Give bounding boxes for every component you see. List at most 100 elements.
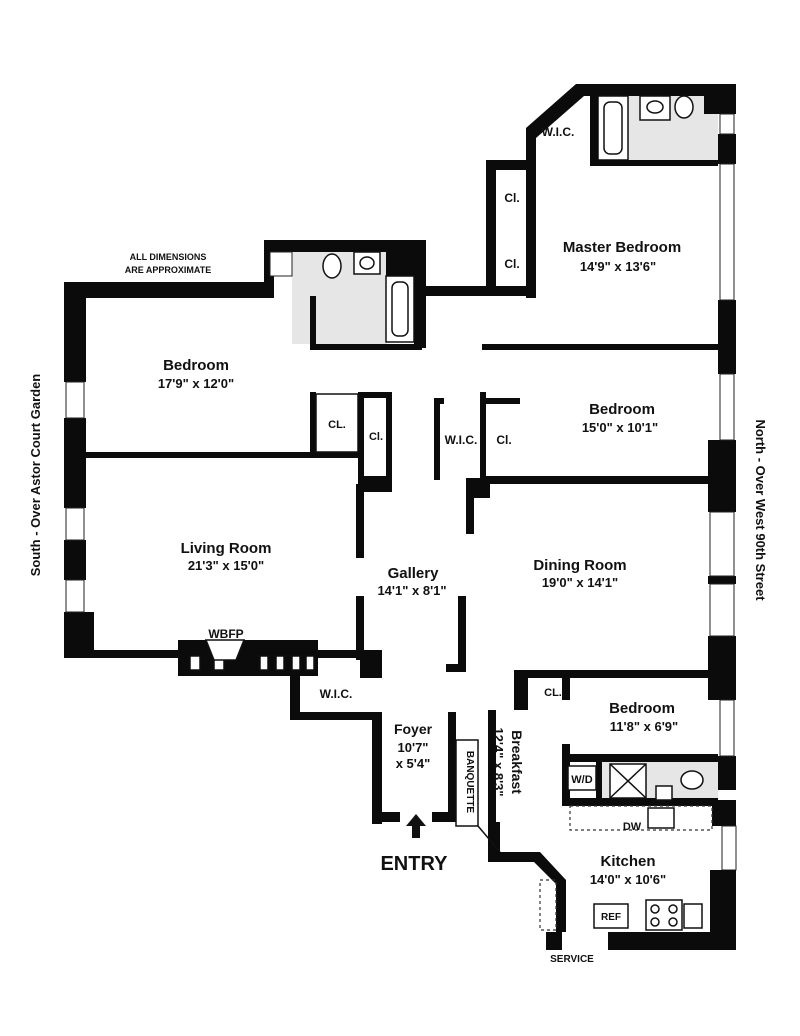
label-banquette: BANQUETTE	[464, 751, 475, 814]
orientation-south: South - Over Astor Court Garden	[28, 374, 43, 577]
wall-master-top	[586, 84, 704, 96]
wall-gallery-sw	[360, 656, 382, 678]
room-living-size: 21'3" x 15'0"	[188, 558, 264, 573]
label-wic-top: W.I.C.	[542, 125, 575, 139]
note-dimensions-2: ARE APPROXIMATE	[125, 265, 212, 275]
room-foyer-name: Foyer	[394, 721, 433, 737]
banquette-seat	[455, 739, 479, 827]
room-bedleft-name: Bedroom	[163, 357, 229, 374]
wall-wic-left	[290, 676, 300, 718]
wall-entry-right	[432, 812, 454, 822]
room-gallery-name: Gallery	[388, 565, 440, 582]
hearth-vent-5	[291, 655, 301, 671]
room-bedleft-size: 17'9" x 12'0"	[158, 376, 234, 391]
wall-gallery-se	[446, 664, 466, 672]
room-breakfast-size: 12'4" x 8'3"	[491, 727, 506, 796]
toilet-left	[322, 253, 342, 279]
wall-bath-left-side	[264, 240, 274, 288]
wall-link-master	[426, 286, 526, 296]
wall-foyer-right	[448, 712, 456, 822]
room-kitchen-size: 14'0" x 10'6"	[590, 872, 666, 887]
room-smallbed-name: Bedroom	[609, 700, 675, 717]
wall-bedright-top	[482, 344, 718, 350]
wall-top-left	[64, 282, 274, 298]
wall-dining-top	[486, 476, 718, 484]
hearth-vent-3	[259, 655, 269, 671]
wall-south-4	[64, 612, 94, 656]
wall-bedleft-top	[310, 344, 422, 350]
wall-bath-left-right	[414, 252, 426, 348]
wall-bedleft-bath	[310, 296, 316, 350]
orientation-north: North - Over West 90th Street	[753, 419, 768, 601]
wall-gallery-left-bot	[356, 596, 364, 660]
kitchen-cabinet	[683, 903, 703, 929]
range-stove	[645, 899, 683, 931]
wall-breakfast-lower	[488, 822, 566, 932]
wall-entry-left	[372, 812, 400, 822]
room-dining-name: Dining Room	[533, 557, 626, 574]
wall-gallery-left-top	[356, 484, 364, 558]
wall-gallery-right-top	[466, 494, 474, 534]
wall-kitchen-bottom	[608, 932, 736, 950]
wall-smallbed-left	[562, 744, 570, 802]
hearth-vent-1	[189, 655, 201, 671]
wall-kitchen-top	[562, 798, 718, 806]
wall-cl-left-1	[310, 392, 316, 454]
wall-wic-mid-top	[434, 398, 444, 404]
label-wic-living: W.I.C.	[320, 687, 353, 701]
window-south-3	[65, 579, 85, 613]
label-wic-mid: W.I.C.	[445, 433, 478, 447]
refrigerator	[593, 903, 629, 929]
wall-north-2	[718, 300, 736, 374]
sink-small	[655, 785, 673, 801]
wall-north-4	[708, 576, 736, 584]
kitchen-counter-left	[539, 879, 557, 931]
sink-left-bowl	[359, 256, 375, 270]
window-north-5	[709, 583, 735, 637]
window-north-3	[719, 373, 735, 441]
room-breakfast-name: Breakfast	[509, 730, 525, 794]
hearth-vent-6	[305, 655, 315, 671]
kitchen-counter-top	[569, 805, 713, 831]
window-north-1	[719, 113, 735, 135]
bathtub-left-inner	[391, 281, 409, 337]
wall-master-left-top	[486, 160, 530, 170]
washer-dryer	[567, 765, 597, 791]
label-cl-left-2: Cl.	[369, 431, 383, 443]
wall-breakfast-left	[488, 710, 496, 822]
room-dining-size: 19'0" x 14'1"	[542, 575, 618, 590]
window-south-1	[65, 381, 85, 419]
wall-cl-small	[562, 676, 570, 700]
label-dw: DW	[623, 821, 642, 833]
wall-wic-diag	[526, 84, 596, 138]
wall-smallbed-bottom	[562, 754, 718, 762]
bathtub-master-inner	[603, 101, 623, 155]
wall-cl-left-2	[358, 392, 364, 488]
wall-wd-right	[596, 762, 602, 800]
window-north-6	[719, 699, 735, 757]
room-bedright-name: Bedroom	[589, 401, 655, 418]
room-master-size: 14'9" x 13'6"	[580, 259, 656, 274]
wall-wic-mid-left	[434, 398, 440, 480]
wall-north-6	[718, 756, 736, 790]
wall-service-left	[546, 932, 562, 950]
label-ref: REF	[601, 912, 621, 923]
window-north-2	[719, 163, 735, 301]
toilet-small	[680, 770, 704, 790]
label-wd: W/D	[571, 774, 592, 786]
wall-south-2	[64, 418, 86, 508]
room-smallbed-size: 11'8" x 6'9"	[610, 719, 678, 734]
note-dimensions-1: ALL DIMENSIONS	[130, 252, 207, 262]
room-living-name: Living Room	[181, 540, 272, 557]
wall-cl-left-corner	[360, 476, 392, 492]
wall-north-1	[718, 134, 736, 164]
wall-mid-corner	[466, 478, 490, 498]
wall-south-1	[64, 282, 86, 382]
room-foyer-size-2: x 5'4"	[396, 756, 431, 771]
wall-wic-bottom	[290, 712, 382, 720]
window-south-2	[65, 507, 85, 541]
label-wbfp: WBFP	[208, 627, 243, 641]
wall-cl-mid-top	[480, 398, 520, 404]
window-north-4	[709, 511, 735, 577]
